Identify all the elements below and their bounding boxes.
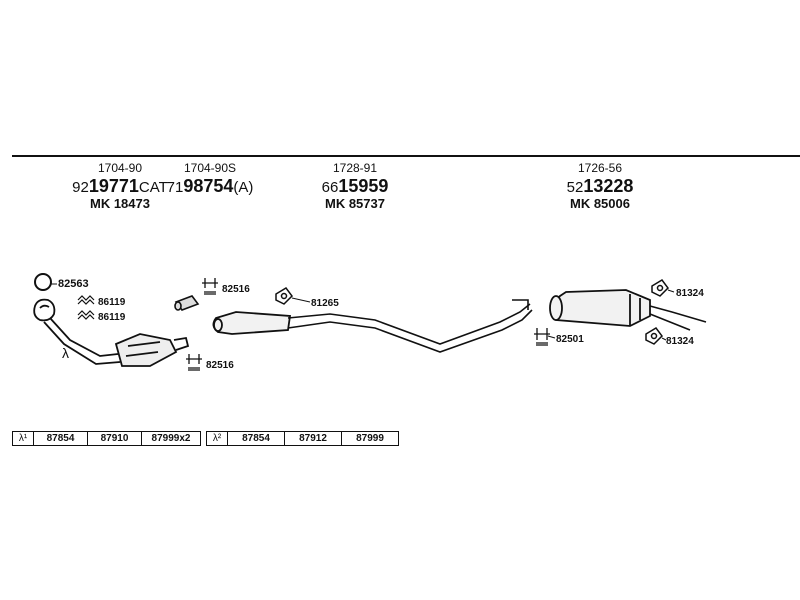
middle-silencer bbox=[212, 311, 292, 335]
table-cell: 87854 bbox=[34, 432, 88, 445]
leader-lines bbox=[51, 283, 675, 341]
mk-number: MK 85006 bbox=[570, 196, 630, 211]
rubber-mount-icon bbox=[651, 279, 669, 297]
part-header-rear: 1726-56 5213228 MK 85006 bbox=[550, 162, 650, 210]
table-cell: 87999 bbox=[356, 433, 384, 444]
table-symbol: λ² bbox=[207, 432, 228, 445]
rear-silencer bbox=[549, 289, 651, 327]
part-code: 1726-56 bbox=[577, 161, 623, 175]
mk-number: MK 85737 bbox=[325, 196, 385, 211]
lambda-sensor-symbol: λ bbox=[62, 345, 69, 361]
catalytic-converter bbox=[33, 298, 190, 367]
rubber-mount-icon bbox=[275, 287, 293, 305]
label-82516-top: 82516 bbox=[222, 284, 250, 295]
table-symbol: λ¹ bbox=[13, 432, 34, 445]
clamp-icon bbox=[186, 354, 202, 371]
spring-clip-icon bbox=[77, 295, 95, 305]
label-81265: 81265 bbox=[311, 298, 339, 309]
part-header-catalytic-alt: 1704-90S 7198754(A) bbox=[160, 162, 260, 197]
label-81324-bottom: 81324 bbox=[666, 336, 694, 347]
spring-clip-icon bbox=[77, 310, 95, 320]
sleeve-connector bbox=[174, 295, 200, 311]
part-code: 1728-91 bbox=[332, 161, 378, 175]
part-number: 9219771CAT bbox=[72, 176, 168, 196]
part-header-middle: 1728-91 6615959 MK 85737 bbox=[305, 162, 405, 210]
clamp-icon bbox=[534, 328, 550, 346]
label-82501: 82501 bbox=[556, 334, 584, 345]
label-86119-b: 86119 bbox=[98, 312, 126, 323]
mk-number: MK 18473 bbox=[90, 196, 150, 211]
part-number: 5213228 bbox=[566, 176, 634, 196]
table-cell: 87910 bbox=[88, 432, 142, 445]
label-82563: 82563 bbox=[58, 278, 89, 290]
part-code: 1704-90S bbox=[183, 161, 237, 175]
clamp-icon bbox=[202, 278, 218, 295]
rubber-mount-icon bbox=[645, 327, 663, 345]
lambda-1-table: λ¹ 87854 87910 87999x2 bbox=[12, 431, 201, 446]
part-code: 1704-90 bbox=[97, 161, 143, 175]
part-number: 6615959 bbox=[321, 176, 389, 196]
table-cell: 87854 bbox=[228, 432, 285, 445]
lambda-2-table: λ² 87854 87912 87999 bbox=[206, 431, 399, 446]
label-81324-top: 81324 bbox=[676, 288, 704, 299]
part-number: 7198754(A) bbox=[166, 176, 254, 196]
label-86119-a: 86119 bbox=[98, 297, 126, 308]
table-cell: 87999x2 bbox=[151, 433, 191, 444]
ring-gasket-icon bbox=[34, 273, 52, 291]
table-cell: 87912 bbox=[285, 432, 342, 445]
part-header-catalytic: 1704-90 9219771CAT MK 18473 bbox=[70, 162, 170, 210]
label-82516-bottom: 82516 bbox=[206, 360, 234, 371]
pipe-end bbox=[512, 299, 529, 310]
tail-pipe bbox=[649, 305, 707, 331]
intermediate-pipe bbox=[287, 303, 533, 353]
